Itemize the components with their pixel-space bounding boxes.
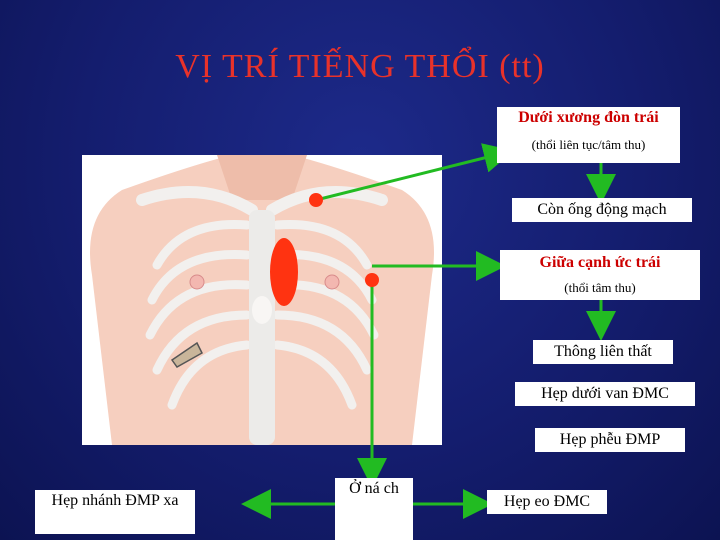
label-pda: Còn ống động mạch	[512, 198, 692, 222]
label-vsd: Thông liên thất	[533, 340, 673, 364]
label-coarctation: Hẹp eo ĐMC	[487, 490, 607, 514]
marker-sternal	[270, 238, 298, 306]
slide-title: VỊ TRÍ TIẾNG THỔI (tt)	[175, 48, 545, 85]
label-other: Ở ná ch	[335, 478, 413, 540]
label-branch-pa: Hẹp nhánh ĐMP xa	[35, 490, 195, 534]
marker-parasternal	[365, 273, 379, 287]
chest-illustration	[82, 155, 442, 445]
label-parasternal: Giữa cạnh ức trái (thổi tâm thu)	[500, 250, 700, 300]
label-subaortic: Hẹp dưới van ĐMC	[515, 382, 695, 406]
label-subclavian: Dưới xương đòn trái (thổi liên tục/tâm t…	[497, 107, 680, 163]
label-infundibular: Hẹp phễu ĐMP	[535, 428, 685, 452]
marker-subclavian	[309, 193, 323, 207]
arrow-to-subclavian	[315, 143, 514, 202]
